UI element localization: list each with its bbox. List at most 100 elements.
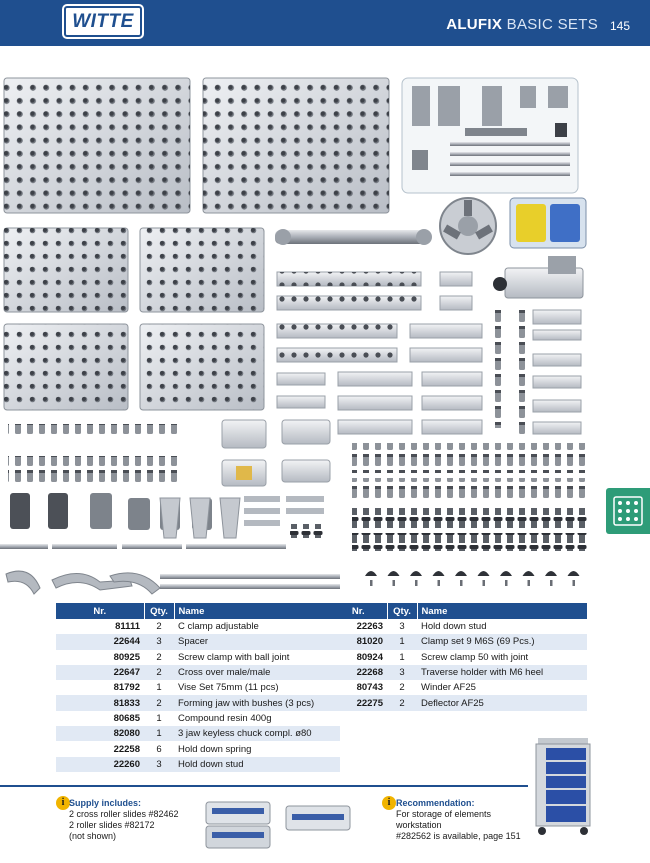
cell-nr: 22275 bbox=[330, 695, 387, 711]
cell-name: Forming jaw with bushes (3 pcs) bbox=[174, 695, 340, 711]
cell-qty: 3 bbox=[144, 634, 174, 650]
info-icon: i bbox=[56, 796, 70, 810]
supply-line: (not shown) bbox=[69, 831, 117, 841]
screw-clamp bbox=[275, 229, 432, 245]
cell-qty: 6 bbox=[144, 741, 174, 757]
winders-and-deflectors bbox=[159, 496, 324, 539]
cell-qty: 2 bbox=[144, 695, 174, 711]
cell-qty: 2 bbox=[387, 695, 417, 711]
section-title-bold: ALUFIX bbox=[446, 16, 503, 33]
cell-qty: 1 bbox=[387, 649, 417, 665]
cell-nr: 81833 bbox=[56, 695, 144, 711]
clamp-set-box bbox=[401, 77, 579, 194]
cell-name: Hold down stud bbox=[174, 756, 340, 772]
cell-qty: 1 bbox=[144, 680, 174, 696]
cell-nr: 22258 bbox=[56, 741, 144, 757]
cell-name: Cross over male/male bbox=[174, 664, 340, 681]
cell-nr: 81020 bbox=[330, 634, 387, 650]
cell-nr: 80925 bbox=[56, 649, 144, 665]
supply-line: 2 roller slides #82172 bbox=[69, 820, 155, 830]
cell-qty: 3 bbox=[387, 619, 417, 635]
cell-name: Vise Set 75mm (11 pcs) bbox=[174, 680, 340, 696]
section-title-light: BASIC SETS bbox=[506, 16, 598, 33]
hook-spanners bbox=[5, 570, 161, 595]
col-header-qty: Qty. bbox=[144, 603, 175, 619]
cell-nr: 81792 bbox=[56, 680, 144, 696]
page-header: WITTE ALUFIX BASIC SETS 145 bbox=[0, 0, 650, 46]
cell-qty: 2 bbox=[144, 619, 174, 635]
cell-qty: 2 bbox=[144, 664, 174, 681]
col-header-name: Name bbox=[417, 603, 587, 619]
cell-nr: 22268 bbox=[330, 664, 387, 681]
supply-heading: Supply includes: bbox=[69, 798, 142, 808]
product-set-illustration bbox=[0, 77, 590, 595]
col-header-name: Name bbox=[174, 603, 340, 619]
hold-down-elements bbox=[8, 424, 212, 530]
cell-name: Screw clamp with ball joint bbox=[174, 649, 340, 665]
vise bbox=[493, 256, 584, 299]
cell-name: Spacer bbox=[174, 634, 340, 650]
cell-qty: 2 bbox=[144, 649, 174, 665]
cell-nr: 80743 bbox=[330, 680, 387, 696]
recommendation-note: Recommendation: For storage of elements … bbox=[396, 798, 538, 842]
recommendation-line: For storage of elements workstation bbox=[396, 809, 492, 830]
cross-over-connectors bbox=[492, 308, 528, 438]
cell-name: Hold down stud bbox=[417, 619, 587, 635]
cell-qty: 1 bbox=[144, 726, 174, 742]
large-base-plate bbox=[3, 77, 191, 214]
cell-name: Deflector AF25 bbox=[417, 695, 587, 711]
section-tab[interactable] bbox=[606, 488, 650, 534]
cell-nr: 82080 bbox=[56, 726, 144, 742]
cell-qty: 1 bbox=[387, 634, 417, 650]
recommendation-line: #282562 is available, page 151 bbox=[396, 831, 521, 841]
forming-jaws bbox=[221, 419, 331, 487]
cell-nr: 22647 bbox=[56, 664, 144, 681]
cell-qty: 1 bbox=[144, 710, 174, 727]
col-header-nr: Nr. bbox=[330, 603, 388, 619]
cell-name: Screw clamp 50 with joint bbox=[417, 649, 587, 665]
supply-line: 2 cross roller slides #82462 bbox=[69, 809, 179, 819]
logo-text: WITTE bbox=[72, 10, 134, 32]
cell-name: Compound resin 400g bbox=[174, 710, 340, 727]
footer-divider bbox=[0, 785, 528, 787]
cell-name: Hold down spring bbox=[174, 741, 340, 757]
cell-nr: 22263 bbox=[330, 619, 387, 635]
cell-nr: 81111 bbox=[56, 619, 144, 635]
page-number: 145 bbox=[610, 19, 631, 33]
cell-name: Traverse holder with M6 heel bbox=[417, 664, 587, 681]
cell-nr: 80924 bbox=[330, 649, 387, 665]
large-base-plate bbox=[202, 77, 390, 214]
section-title: ALUFIX BASIC SETS bbox=[420, 16, 598, 33]
cell-qty: 3 bbox=[144, 756, 174, 772]
medium-base-plate bbox=[3, 227, 265, 411]
compound-resin-box bbox=[509, 197, 587, 249]
col-header-qty: Qty. bbox=[387, 603, 418, 619]
three-jaw-chuck bbox=[439, 197, 497, 255]
workstation-cabinet-image bbox=[535, 738, 591, 835]
cell-nr: 22260 bbox=[56, 756, 144, 772]
recommendation-heading: Recommendation: bbox=[396, 798, 475, 808]
grid-plate-icon bbox=[613, 496, 643, 526]
cell-nr: 80685 bbox=[56, 710, 144, 727]
spacer-block-rows bbox=[276, 271, 483, 435]
rods bbox=[0, 524, 340, 589]
cell-qty: 2 bbox=[387, 680, 417, 696]
cell-name: Winder AF25 bbox=[417, 680, 587, 696]
traverse-holders bbox=[532, 309, 582, 435]
cell-qty: 3 bbox=[387, 664, 417, 681]
clamp-set-studs bbox=[352, 443, 590, 586]
